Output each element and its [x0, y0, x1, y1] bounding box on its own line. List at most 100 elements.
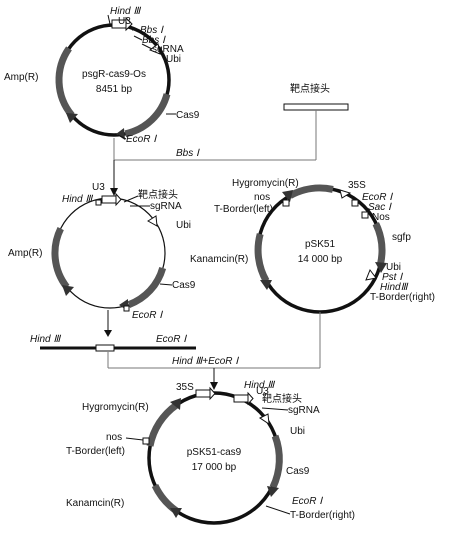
amp-arrowhead — [62, 285, 74, 296]
target-linker-label: 靶点接头 — [290, 82, 330, 95]
tborder-left-label: T-Border(left) — [214, 204, 273, 215]
cas9-gene-arc — [269, 434, 283, 489]
plasmid-size: 17 000 bp — [192, 462, 237, 473]
plasmid-psk51-cas9: pSK51-cas9 17 000 bp 35S Hind Ⅲ 靶点接头 U3 … — [66, 380, 355, 525]
plasmid-backbone — [256, 186, 384, 314]
bbs1-arrowhead — [110, 188, 118, 196]
kanamycin-label: Kanamcin(R) — [190, 254, 248, 265]
hind3-label: Hind Ⅲ — [62, 194, 93, 205]
ubi-label: Ubi — [290, 426, 305, 437]
ecor1-label: EcoR Ⅰ — [132, 310, 163, 321]
ubi-label: Ubi — [166, 54, 181, 65]
hygromycin-label: Hygromycin(R) — [232, 178, 299, 189]
plasmid-size: 8451 bp — [96, 84, 133, 95]
35s-feature-box — [195, 389, 211, 398]
fragment-arrowhead — [104, 330, 112, 337]
cas9-gene-arc — [127, 266, 167, 308]
cas9-leader — [159, 283, 173, 286]
hind3-leader — [107, 14, 111, 25]
fragment-ecor1-label: EcoR Ⅰ — [156, 334, 187, 345]
plasmid-name: psgR-cas9-Os — [82, 69, 146, 80]
nos-feature-box — [282, 199, 290, 207]
u3-label: U3 — [118, 16, 131, 27]
u3-feature-arrow — [115, 192, 122, 207]
u3-feature-arrow — [125, 16, 133, 32]
sgfp-label: sgfp — [392, 232, 411, 243]
tborder-right-label: T-Border(right) — [370, 292, 435, 303]
ubi-feature-arrow — [147, 215, 158, 227]
nos-label: nos — [106, 432, 122, 443]
nos-leader — [125, 437, 144, 441]
u3-feature-arrow — [247, 391, 254, 406]
kanamycin-arrowhead — [260, 280, 272, 290]
target-linker-leader — [123, 195, 139, 203]
ubi-label: Ubi — [176, 220, 191, 231]
nos-right-box — [361, 211, 369, 219]
amp-arrowhead — [66, 113, 78, 123]
hygromycin-arrowhead — [282, 190, 293, 202]
sgfp-arrowhead — [375, 262, 387, 273]
target-linker-fragment — [283, 103, 349, 111]
hygromycin-arrowhead — [170, 398, 181, 410]
35s-label: 35S — [348, 180, 366, 191]
hind3-label: HindⅢ — [380, 282, 409, 293]
digest-arrowhead — [210, 382, 218, 390]
target-linker-label: 靶点接头 — [138, 188, 178, 201]
hind3-ecor1-fragment: Hind Ⅲ EcoR Ⅰ — [30, 310, 196, 352]
amp-label: Amp(R) — [8, 248, 42, 259]
kanamycin-gene-arc — [254, 233, 270, 283]
tborder-right-leader — [265, 505, 291, 515]
u3-label: U3 — [256, 386, 269, 397]
kanamycin-gene-arc — [151, 483, 179, 514]
u3-feature-box — [233, 394, 249, 403]
kanamycin-label: Kanamcin(R) — [66, 498, 124, 509]
tborder-right-label: T-Border(right) — [290, 510, 355, 521]
tborder-left-label: T-Border(left) — [66, 446, 125, 457]
fragment-feature-box — [95, 344, 115, 352]
ubi-label: Ubi — [386, 262, 401, 273]
sgrna-label: sgRNA — [150, 201, 182, 212]
nos-left-label: nos — [254, 192, 270, 203]
u3-feature-box — [101, 195, 117, 204]
hind3-label: Hind Ⅲ — [110, 6, 141, 17]
cas9-label: Cas9 — [286, 466, 310, 477]
amp-gene-arc — [55, 46, 75, 118]
hind3-site-marker — [95, 199, 102, 206]
hygromycin-label: Hygromycin(R) — [82, 402, 149, 413]
ecor1-label: EcoR Ⅰ — [292, 496, 323, 507]
kanamycin-arrowhead — [170, 508, 182, 518]
target-linker-top: 靶点接头 — [283, 82, 349, 160]
ubi-feature-arrow — [365, 268, 377, 281]
plasmid-intermediate: U3 Hind Ⅲ 靶点接头 sgRNA Ubi Amp(R) Cas9 Eco… — [8, 182, 196, 321]
sac1-label: Sac Ⅰ — [368, 202, 392, 213]
35s-feature-arrow — [339, 189, 352, 199]
cas9-arrowhead — [267, 486, 279, 497]
plasmid-size: 14 000 bp — [298, 254, 343, 265]
sgrna-label: sgRNA — [152, 44, 184, 55]
target-linker-label: 靶点接头 — [262, 392, 302, 405]
digest-step-label: Hind Ⅲ+EcoR Ⅰ — [172, 356, 239, 367]
ecor1-site-marker — [351, 199, 359, 207]
bbs1-label-b: Bbs Ⅰ — [142, 35, 166, 46]
hind3-label: Hind Ⅲ — [244, 380, 275, 391]
ecor1-leader — [117, 134, 127, 140]
sgrna-leader — [141, 43, 153, 50]
cas9-label: Cas9 — [176, 110, 200, 121]
digest-step: Hind Ⅲ+EcoR Ⅰ — [107, 312, 321, 390]
pst1-label: Pst Ⅰ — [382, 272, 403, 283]
sgrna-label: sgRNA — [288, 405, 320, 416]
ecor1-label: EcoR Ⅰ — [126, 134, 157, 145]
bbs1-step: Bbs Ⅰ — [110, 138, 316, 196]
bbs1-step-label: Bbs Ⅰ — [176, 148, 200, 159]
35s-feature-arrow — [209, 386, 216, 401]
hygromycin-gene-arc — [288, 184, 334, 199]
hygromycin-gene-arc — [146, 401, 179, 447]
35s-label: 35S — [176, 382, 194, 393]
ecor1-site-marker — [123, 305, 130, 312]
ubi-feature-arrow — [259, 413, 270, 426]
ecor1-label: EcoR Ⅰ — [362, 192, 393, 203]
nos-feature-box — [142, 437, 150, 445]
nos-right-label: Nos — [372, 212, 390, 223]
